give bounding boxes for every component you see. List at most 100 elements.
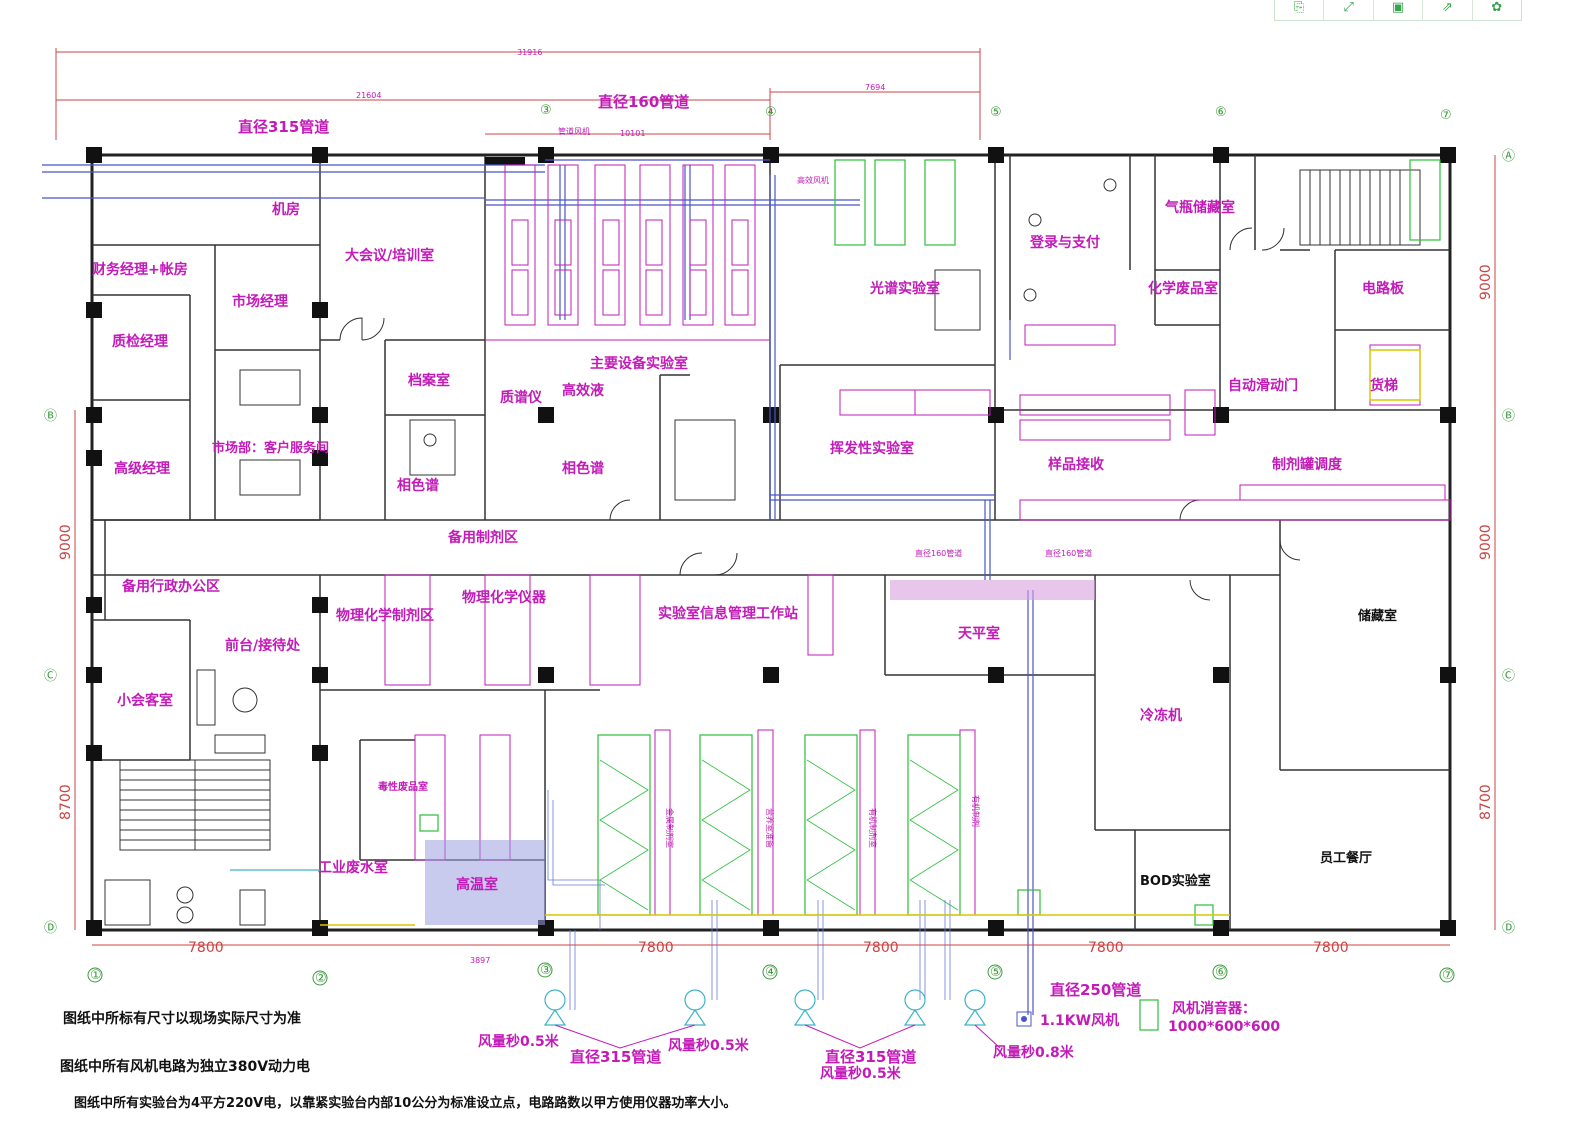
fullscreen-icon: ⤢ xyxy=(1343,0,1354,15)
room-toxic-waste: 毒性废品室 xyxy=(378,780,428,793)
share-button[interactable]: ⇗ xyxy=(1423,0,1473,20)
axis-col-5: ⑤ xyxy=(990,965,1002,980)
dim-top-total: 31916 xyxy=(517,48,542,57)
pipe-d250-label: 直径250管道 xyxy=(1050,981,1141,999)
room-finance: 财务经理+帐房 xyxy=(91,261,188,278)
staircase-right xyxy=(1299,169,1421,246)
room-big-meeting: 大会议/培训室 xyxy=(345,247,434,264)
room-prep-c: 有机制剂 xyxy=(971,795,981,827)
room-backup-admin: 备用行政办公区 xyxy=(121,578,220,595)
copy-icon: ⎘ xyxy=(1294,0,1305,15)
room-auto-door: 自动滑动门 xyxy=(1228,377,1298,394)
image-toolbar: ⎘ ⤢ ▣ ⇗ ✿ xyxy=(1274,0,1522,21)
inner-walls xyxy=(92,155,1450,930)
legend-fan xyxy=(1016,1011,1032,1027)
dim-left-upper: 9000 xyxy=(58,524,74,560)
note-1: 图纸中所标有尺寸以现场实际尺寸为准 xyxy=(63,1011,301,1027)
room-front-desk: 前台/接待处 xyxy=(225,637,301,654)
save-icon: ▣ xyxy=(1391,0,1405,15)
axis-col-7: ⑦ xyxy=(1442,968,1454,983)
share-icon: ⇗ xyxy=(1441,0,1453,15)
room-org-prep: 有机制剂室 xyxy=(868,808,878,848)
room-prep-b: 营养室准备 xyxy=(765,808,775,848)
staircase-left xyxy=(119,759,271,851)
room-prep-a: 金属制剂室 xyxy=(665,808,675,848)
room-archive: 档案室 xyxy=(408,372,450,389)
room-register: 登录与支付 xyxy=(1029,234,1100,251)
dim-top-sub: 21604 xyxy=(356,91,381,100)
furniture xyxy=(104,178,1117,926)
yellow-lines xyxy=(320,349,1421,926)
top-dimension-lines xyxy=(55,48,981,140)
dim-right-bottom: 8700 xyxy=(1478,784,1494,820)
room-reagent: 制剂罐调度 xyxy=(1272,456,1343,473)
legend-fan-label: 1.1KW风机 xyxy=(1040,1012,1119,1029)
pipe-d315-bottom: 直径315管道 xyxy=(570,1048,661,1066)
axis-col-4: ④ xyxy=(765,965,777,980)
axis-row-d-left: Ⓓ xyxy=(44,921,57,936)
copy-button[interactable]: ⎘ xyxy=(1275,0,1325,20)
room-small-meeting: 小会客室 xyxy=(117,692,173,709)
axis-col-2: ② xyxy=(315,971,327,986)
axis-row-d-right: Ⓓ xyxy=(1502,921,1515,936)
room-industrial-waste: 工业废水室 xyxy=(318,859,388,876)
settings-icon: ✿ xyxy=(1491,0,1503,15)
axis-row-b-left: Ⓑ xyxy=(44,409,57,424)
room-elec-panel: 电路板 xyxy=(1362,280,1405,297)
small-d160-a: 直径160管道 xyxy=(915,548,962,558)
room-freight-lift: 货梯 xyxy=(1369,377,1398,394)
dim-bay-5: 7800 xyxy=(1088,940,1124,956)
legend-silencer-size: 1000*600*600 xyxy=(1168,1019,1280,1035)
axis-row-c-left: Ⓒ xyxy=(44,669,57,684)
door-swings xyxy=(339,227,1301,601)
room-main-lab: 主要设备实验室 xyxy=(590,355,688,372)
dim-top-mid: 10101 xyxy=(620,129,645,138)
pipe-d315-bottom2: 直径315管道 xyxy=(825,1048,916,1066)
dim-right-middle: 9000 xyxy=(1478,524,1494,560)
dim-bay-1: 7800 xyxy=(188,940,224,956)
axis-col-6-top: ⑥ xyxy=(1215,105,1227,120)
airflow-c: 风量秒0.5米 xyxy=(820,1065,902,1082)
dim-right-upper: 9000 xyxy=(1478,264,1494,300)
branch-ducts xyxy=(547,790,951,1010)
room-lab-info: 实验室信息管理工作站 xyxy=(658,605,798,622)
airflow-leaders xyxy=(554,1024,1001,1049)
room-volatile: 挥发性实验室 xyxy=(830,440,914,457)
fan-1 xyxy=(543,989,567,1026)
room-market-mgr: 市场经理 xyxy=(232,293,288,310)
fan-3 xyxy=(793,989,817,1026)
room-sample-recv: 样品接收 xyxy=(1048,456,1105,473)
room-hplc: 高效液 xyxy=(562,382,605,399)
room-senior-mgr: 高级经理 xyxy=(114,460,170,477)
dim-bottom-sub: 3897 xyxy=(470,956,490,965)
axis-row-c-right: Ⓒ xyxy=(1502,669,1515,684)
axis-col-5-top: ⑤ xyxy=(990,105,1002,120)
side-dimension-lines xyxy=(74,155,1496,946)
room-storage: 储藏室 xyxy=(1357,608,1397,624)
high-fan-label: 高效风机 xyxy=(797,175,829,185)
room-gas-store: 气瓶储藏室 xyxy=(1164,199,1235,216)
save-button[interactable]: ▣ xyxy=(1374,0,1424,20)
settings-button[interactable]: ✿ xyxy=(1473,0,1521,20)
note-2: 图纸中所有风机电路为独立380V动力电 xyxy=(60,1059,311,1075)
dim-bay-4: 7800 xyxy=(863,940,899,956)
room-spectro: 光谱实验室 xyxy=(869,280,940,297)
room-qc-mgr: 质检经理 xyxy=(112,333,168,350)
axis-col-4-top: ④ xyxy=(765,105,777,120)
dim-bay-3: 7800 xyxy=(638,940,674,956)
room-bod-lab: BOD实验室 xyxy=(1140,873,1211,889)
physchem-prep-line: 物理化学制剂区 xyxy=(336,607,434,624)
bench-zigzags xyxy=(599,759,959,911)
room-backup-prep: 备用制剂区 xyxy=(447,529,518,546)
airflow-b: 风量秒0.5米 xyxy=(668,1037,750,1054)
axis-row-b-right: Ⓑ xyxy=(1502,409,1515,424)
fan-4 xyxy=(903,989,927,1026)
axis-column-markers xyxy=(87,962,1455,986)
room-market-dept: 市场部：客户服务间 xyxy=(212,440,329,456)
pipe-d315-label: 直径315管道 xyxy=(238,118,329,136)
room-chem-waste: 化学废品室 xyxy=(1148,280,1218,297)
note-3: 图纸中所有实验台为4平方220V电，以靠紧实验台内部10公分为标准设立点，电路路… xyxy=(74,1096,737,1111)
fullscreen-button[interactable]: ⤢ xyxy=(1324,0,1374,20)
room-mass-spec: 质谱仪 xyxy=(500,389,543,406)
